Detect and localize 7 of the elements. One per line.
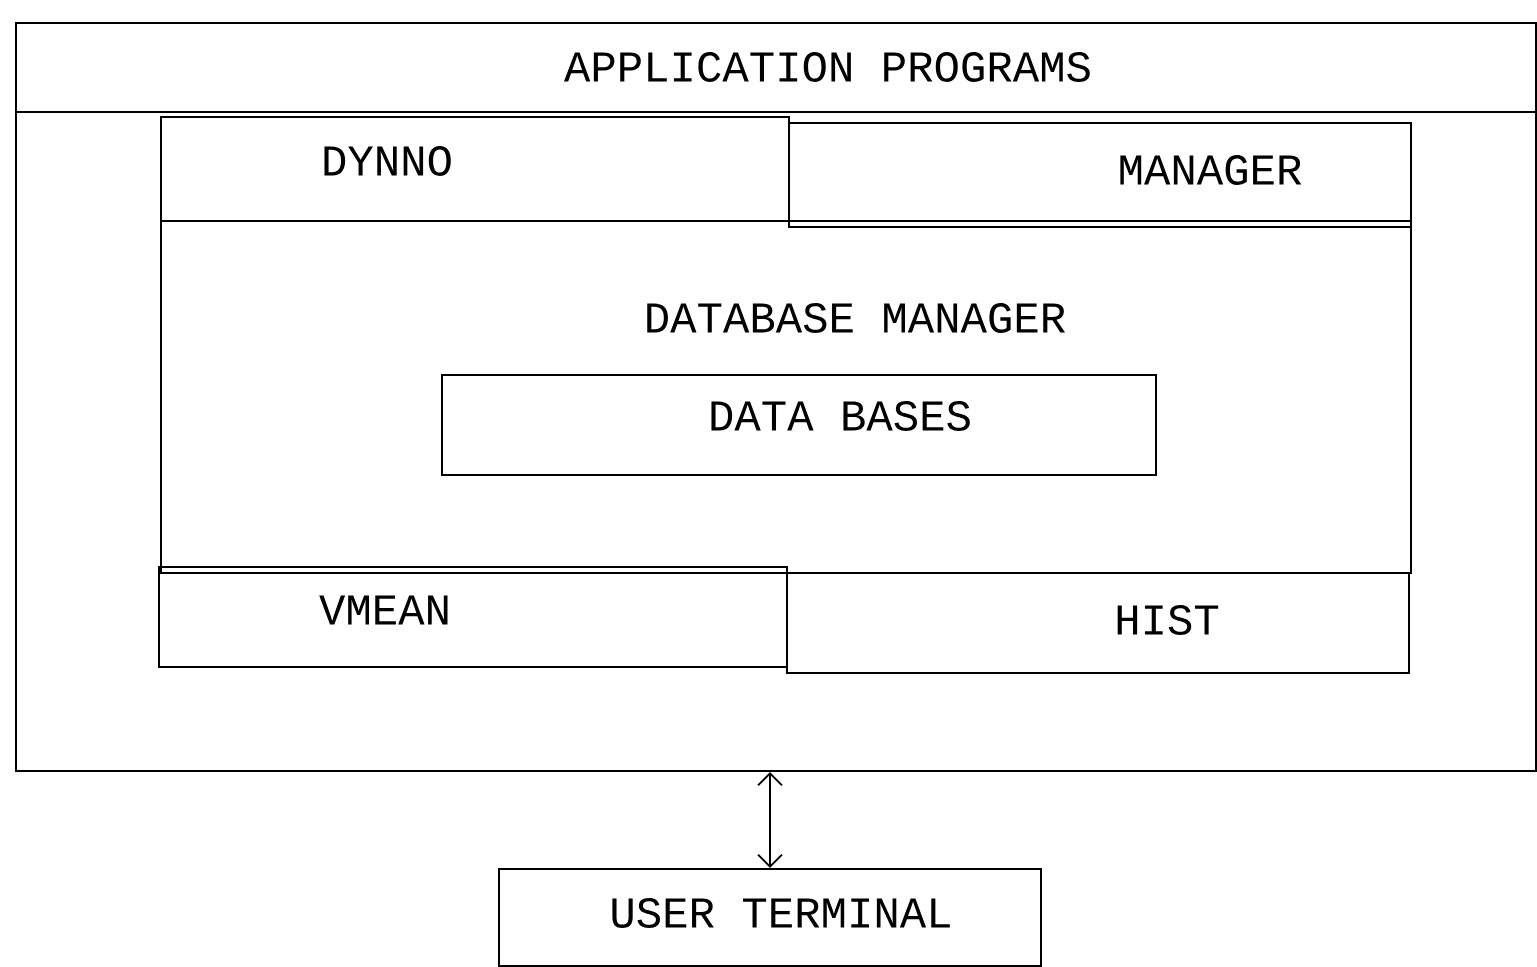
module-box: MANAGER (788, 122, 1412, 228)
terminal-box: USER TERMINAL (498, 868, 1042, 967)
module-box: HIST (786, 572, 1410, 674)
module-box: DYNNO (160, 116, 790, 222)
database-box: DATA BASES (441, 374, 1157, 476)
module-box: VMEAN (158, 566, 788, 668)
arrow (757, 772, 783, 868)
